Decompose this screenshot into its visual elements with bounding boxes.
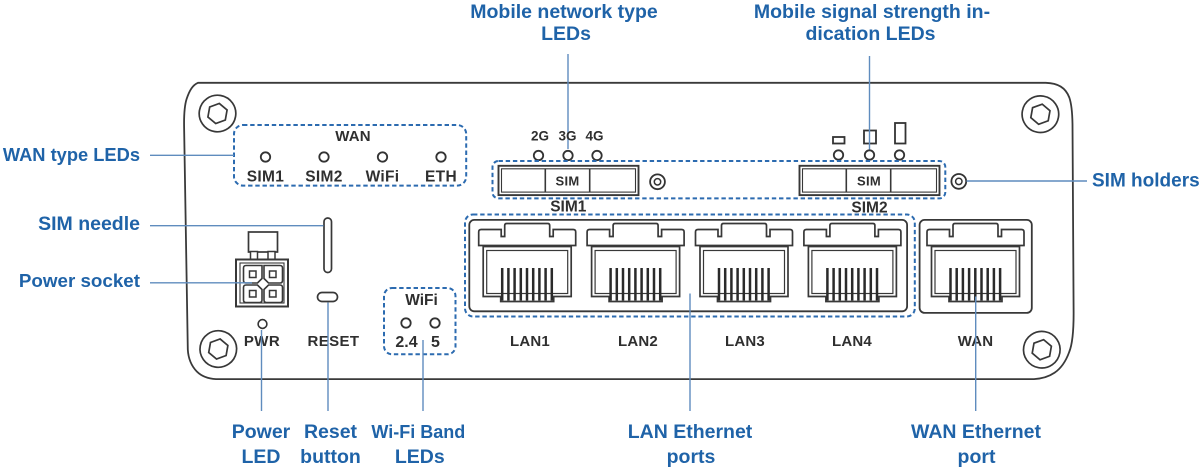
svg-text:RESET: RESET bbox=[307, 333, 359, 350]
svg-text:LAN3: LAN3 bbox=[725, 333, 765, 350]
svg-text:button: button bbox=[300, 446, 361, 468]
svg-text:LAN4: LAN4 bbox=[832, 333, 872, 350]
svg-text:Wi-Fi Band: Wi-Fi Band bbox=[371, 422, 465, 442]
svg-text:LAN2: LAN2 bbox=[618, 333, 658, 350]
svg-text:5: 5 bbox=[431, 334, 440, 351]
svg-text:SIM1: SIM1 bbox=[247, 169, 284, 186]
svg-text:4G: 4G bbox=[585, 129, 603, 144]
svg-text:ports: ports bbox=[667, 446, 716, 468]
svg-text:SIM2: SIM2 bbox=[851, 200, 887, 217]
svg-text:LAN Ethernet: LAN Ethernet bbox=[628, 421, 753, 443]
svg-text:SIM2: SIM2 bbox=[305, 169, 342, 186]
svg-text:WiFi: WiFi bbox=[366, 169, 400, 186]
svg-text:WAN type LEDs: WAN type LEDs bbox=[3, 144, 140, 165]
svg-text:LEDs: LEDs bbox=[541, 23, 591, 45]
svg-text:2G: 2G bbox=[531, 129, 549, 144]
svg-text:SIM1: SIM1 bbox=[550, 199, 587, 216]
svg-text:Reset: Reset bbox=[304, 421, 358, 443]
svg-text:LEDs: LEDs bbox=[395, 446, 445, 468]
svg-text:SIM: SIM bbox=[857, 173, 881, 188]
svg-text:Mobile signal strength in-: Mobile signal strength in- bbox=[754, 1, 990, 23]
svg-text:WAN: WAN bbox=[335, 128, 371, 145]
svg-text:2.4: 2.4 bbox=[395, 334, 417, 351]
svg-text:Power: Power bbox=[232, 421, 291, 443]
svg-text:port: port bbox=[958, 446, 996, 468]
svg-text:Mobile network type: Mobile network type bbox=[470, 1, 658, 23]
svg-text:WAN Ethernet: WAN Ethernet bbox=[911, 421, 1042, 443]
svg-text:LED: LED bbox=[242, 446, 281, 468]
svg-text:SIM holders: SIM holders bbox=[1092, 171, 1200, 192]
svg-text:Power socket: Power socket bbox=[19, 270, 141, 291]
svg-text:ETH: ETH bbox=[425, 169, 457, 186]
svg-text:dication LEDs: dication LEDs bbox=[805, 23, 935, 45]
svg-text:SIM needle: SIM needle bbox=[38, 213, 140, 235]
svg-text:3G: 3G bbox=[558, 129, 576, 144]
svg-text:SIM: SIM bbox=[555, 173, 579, 188]
svg-text:LAN1: LAN1 bbox=[510, 333, 550, 350]
svg-text:WiFi: WiFi bbox=[405, 292, 438, 309]
